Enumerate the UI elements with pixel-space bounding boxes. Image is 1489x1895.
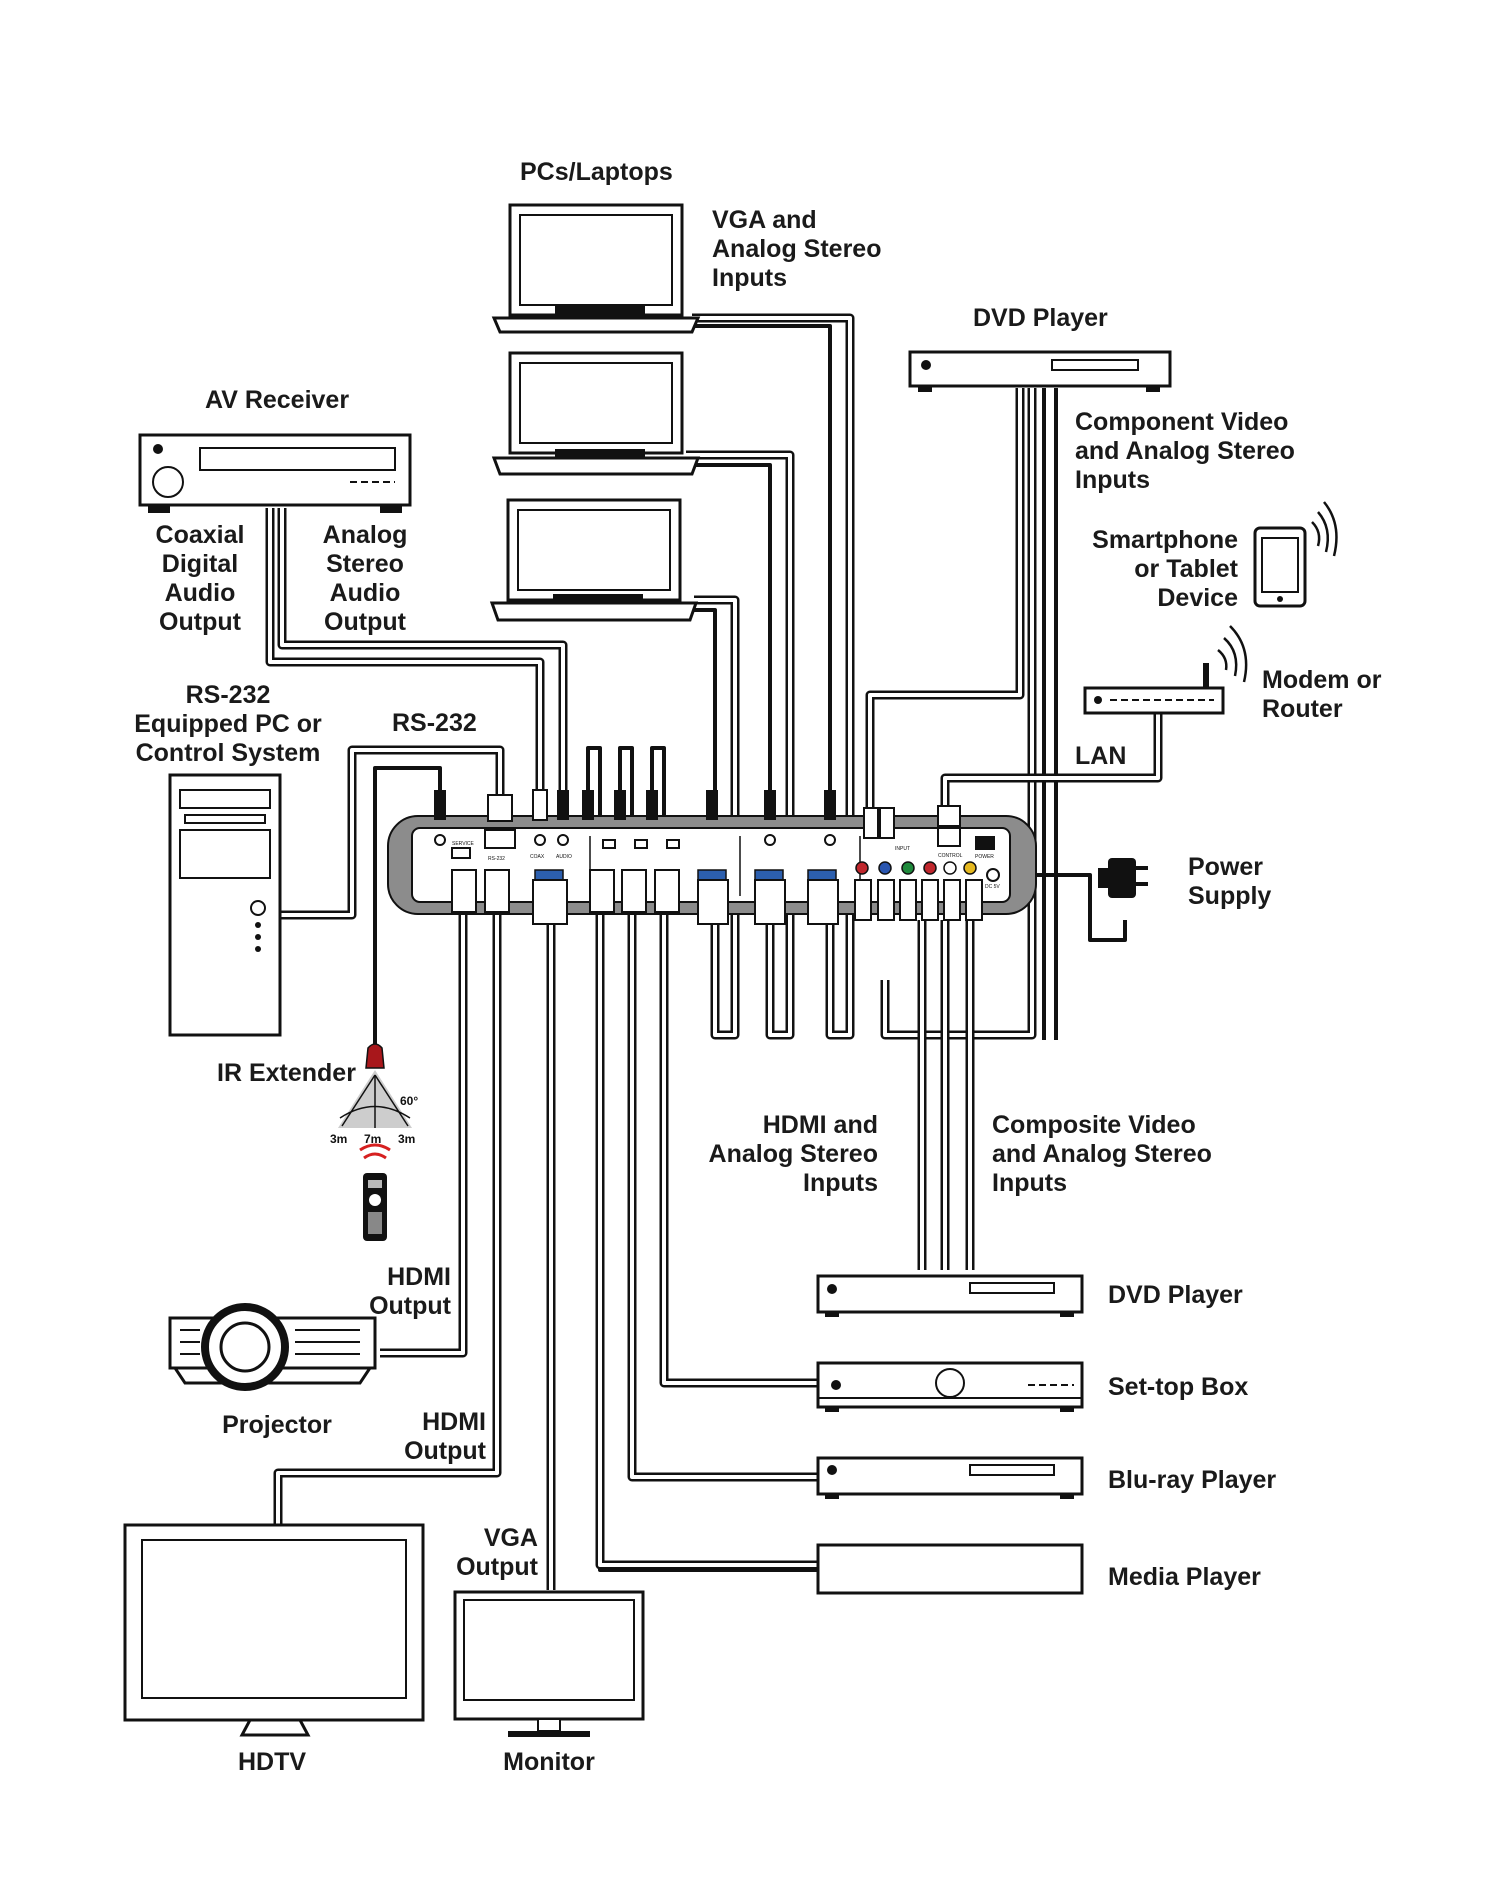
cable-component-video — [865, 388, 1025, 820]
label-analog-output-4: Output — [324, 608, 407, 636]
remote-control-icon — [363, 1173, 387, 1241]
cable-power — [1005, 873, 1127, 942]
cable-laptop3-audio — [694, 608, 717, 830]
bluray-player — [816, 1456, 1084, 1499]
label-vga-inputs-3: Inputs — [712, 264, 787, 292]
label-bluray-player: Blu-ray Player — [1108, 1466, 1276, 1494]
label-coax-output-4: Output — [159, 608, 242, 636]
smartphone-icon — [1253, 501, 1338, 608]
label-settop-box: Set-top Box — [1108, 1373, 1248, 1401]
monitor — [453, 1590, 645, 1737]
label-hdmi-output-2b: Output — [404, 1437, 487, 1465]
label-power-supply-1: Power — [1188, 853, 1263, 881]
dvd-player-bottom — [816, 1274, 1084, 1317]
label-hdmi-inputs-1: HDMI and — [763, 1111, 878, 1139]
label-rs232-pc-3: Control System — [136, 739, 321, 767]
cable-laptop1-audio — [692, 324, 832, 830]
label-analog-output-1: Analog — [323, 521, 408, 549]
cables — [265, 313, 1163, 1590]
label-modem-1: Modem or — [1262, 666, 1382, 694]
label-hdtv: HDTV — [238, 1748, 306, 1776]
media-player — [816, 1543, 1084, 1595]
label-coax-output-3: Audio — [165, 579, 236, 607]
label-vga-output-1: VGA — [484, 1524, 538, 1552]
label-hdmi-output-2a: HDMI — [422, 1408, 486, 1436]
ir-angle-label: 60° — [400, 1094, 418, 1108]
label-hdmi-output-1a: HDMI — [387, 1263, 451, 1291]
power-supply-icon — [1098, 858, 1148, 898]
labels: PCs/Laptops VGA and Analog Stereo Inputs… — [134, 158, 1381, 1776]
laptop-3 — [489, 498, 699, 622]
label-av-receiver: AV Receiver — [205, 386, 349, 414]
label-analog-output-3: Audio — [330, 579, 401, 607]
label-composite-inputs-2: and Analog Stereo — [992, 1140, 1212, 1168]
pc-tower — [168, 773, 282, 1037]
laptop-1 — [491, 203, 701, 334]
label-dvd-player-top: DVD Player — [973, 304, 1108, 332]
label-rs232: RS-232 — [392, 709, 477, 737]
panel-power-label: POWER — [975, 854, 994, 860]
label-projector: Projector — [222, 1411, 332, 1439]
settop-box — [816, 1361, 1084, 1412]
label-power-supply-2: Supply — [1188, 882, 1271, 910]
label-hdmi-inputs-2: Analog Stereo — [709, 1140, 878, 1168]
ir-extender: 60° 3m 7m 3m — [330, 1043, 418, 1160]
panel-audio-label: AUDIO — [556, 854, 572, 860]
ir-distance-left: 3m — [330, 1132, 347, 1146]
panel-rs232-label: RS-232 — [488, 856, 505, 862]
dvd-player-top — [908, 350, 1172, 392]
label-dvd-player-bottom: DVD Player — [1108, 1281, 1243, 1309]
panel-dc-label: DC 5V — [985, 884, 1000, 890]
laptop-2 — [491, 351, 701, 476]
label-smartphone-3: Device — [1157, 584, 1238, 612]
label-component-inputs-3: Inputs — [1075, 466, 1150, 494]
label-vga-inputs-2: Analog Stereo — [712, 235, 881, 263]
label-rs232-pc-2: Equipped PC or — [134, 710, 322, 738]
label-coax-output-1: Coaxial — [156, 521, 245, 549]
label-composite-inputs-3: Inputs — [992, 1169, 1067, 1197]
ir-distance-mid: 7m — [364, 1132, 381, 1146]
label-vga-output-2: Output — [456, 1553, 539, 1581]
panel-plugs — [434, 789, 983, 925]
panel-control-label: CONTROL — [938, 853, 963, 859]
hdtv — [123, 1523, 425, 1737]
label-hdmi-output-1b: Output — [369, 1292, 452, 1320]
cable-ir-extender — [373, 766, 442, 1065]
label-smartphone-1: Smartphone — [1092, 526, 1238, 554]
label-hdmi-inputs-3: Inputs — [803, 1169, 878, 1197]
av-receiver — [138, 433, 412, 513]
label-media-player: Media Player — [1108, 1563, 1261, 1591]
modem-router — [1083, 625, 1248, 715]
label-modem-2: Router — [1262, 695, 1343, 723]
label-coax-output-2: Digital — [162, 550, 238, 578]
label-rs232-pc-1: RS-232 — [186, 681, 271, 709]
label-composite-inputs-1: Composite Video — [992, 1111, 1196, 1139]
panel-service-label: SERVICE — [452, 841, 475, 847]
panel-input-label: INPUT — [895, 846, 910, 852]
label-component-inputs-1: Component Video — [1075, 408, 1288, 436]
label-component-inputs-2: and Analog Stereo — [1075, 437, 1295, 465]
cable-laptop2-audio — [686, 463, 772, 830]
label-analog-output-2: Stereo — [326, 550, 404, 578]
label-lan: LAN — [1075, 742, 1126, 770]
projector — [168, 1303, 377, 1391]
label-ir-extender: IR Extender — [217, 1059, 356, 1087]
label-monitor: Monitor — [503, 1748, 595, 1776]
label-vga-inputs-1: VGA and — [712, 206, 817, 234]
panel-coax-label: COAX — [530, 854, 545, 860]
label-smartphone-2: or Tablet — [1134, 555, 1238, 583]
ir-distance-right: 3m — [398, 1132, 415, 1146]
cable-component-audio — [880, 388, 1037, 1040]
label-pcs-laptops: PCs/Laptops — [520, 158, 673, 186]
